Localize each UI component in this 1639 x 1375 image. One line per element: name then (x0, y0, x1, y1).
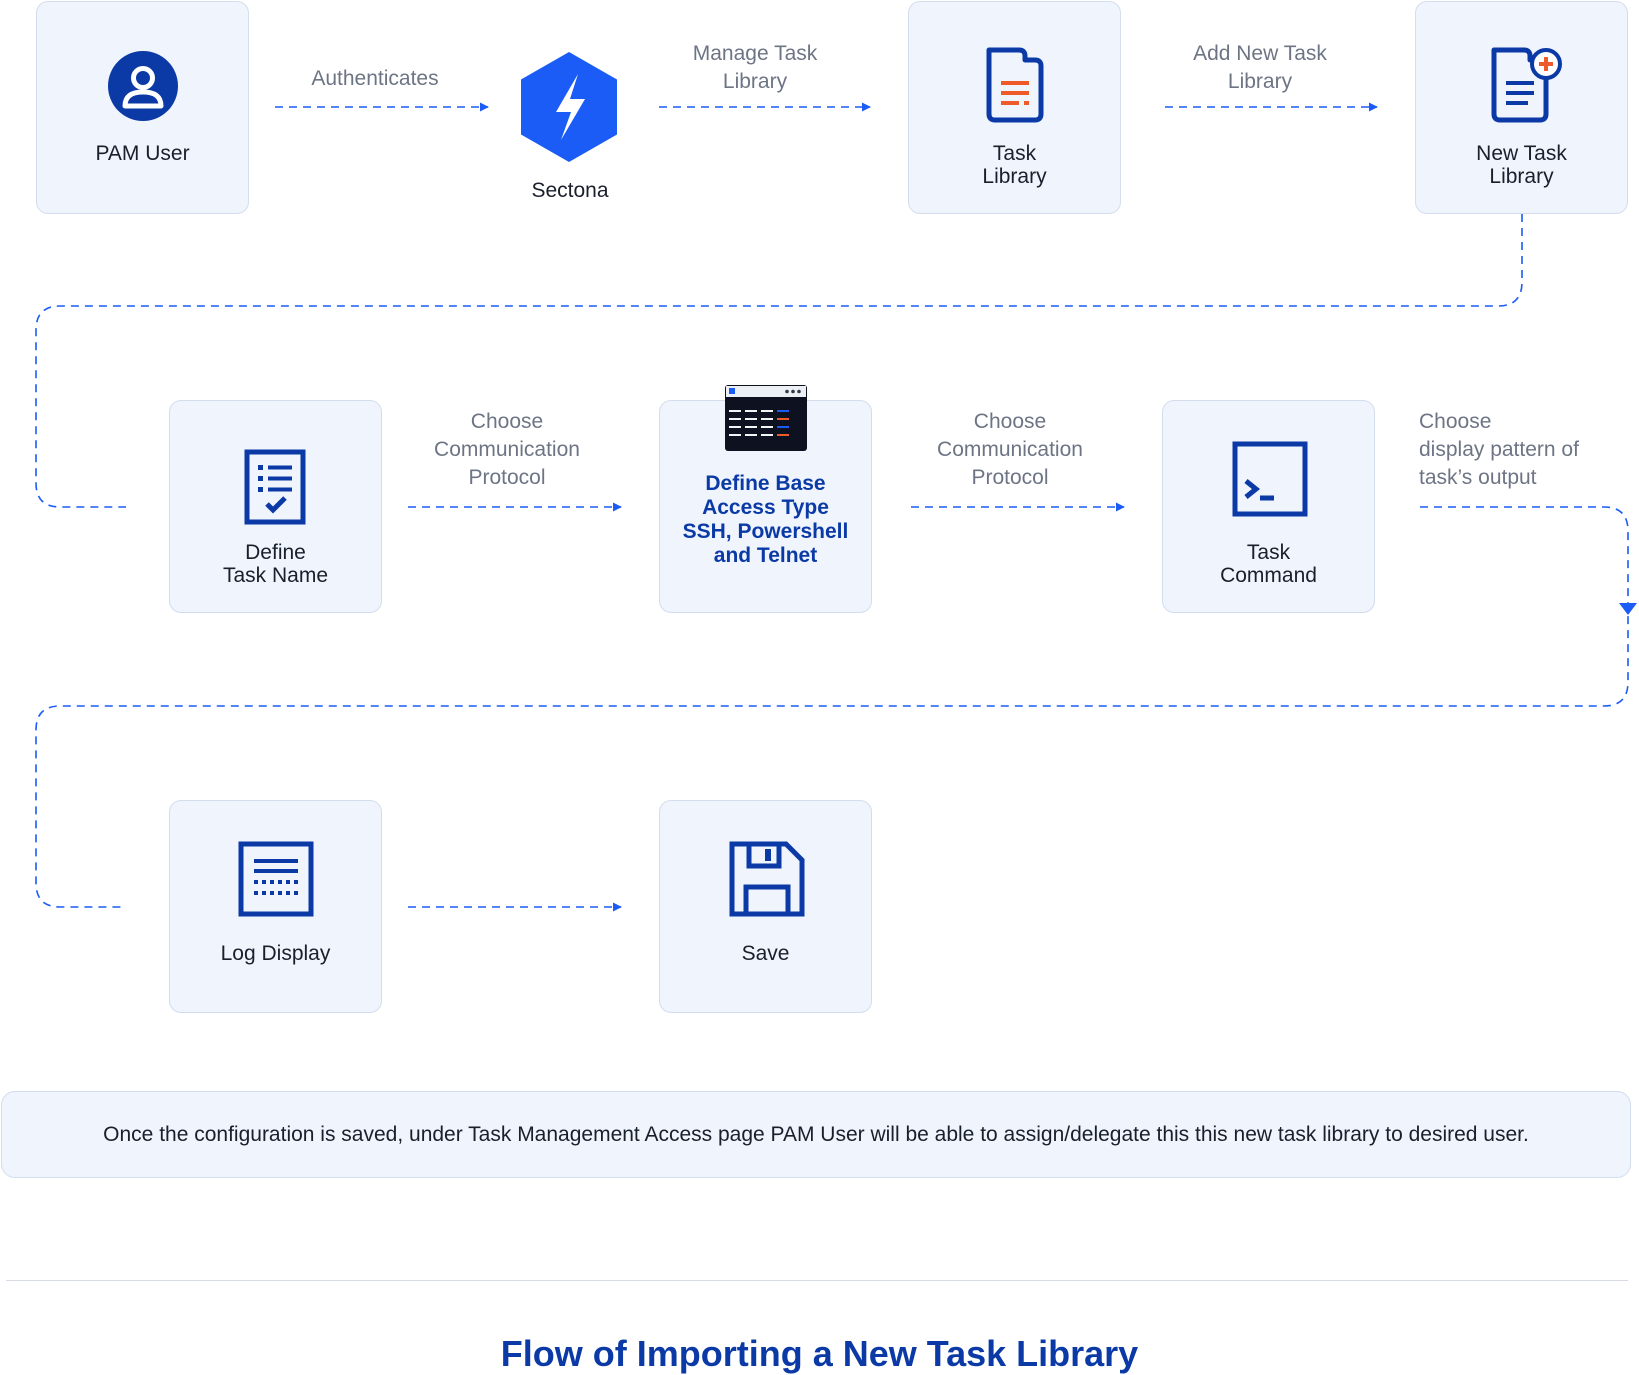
node-new-task-library: New Task Library (1415, 1, 1628, 214)
node-label: Define Task Name (222, 541, 329, 587)
connector-down-arrowhead (1619, 603, 1637, 615)
node-label: New Task Library (1476, 142, 1567, 188)
node-task-command: Task Command (1162, 400, 1375, 613)
info-note: Once the configuration is saved, under T… (1, 1091, 1631, 1178)
node-label: Log Display (220, 942, 331, 965)
node-label: Define Base Access Type SSH, Powershell … (682, 472, 849, 567)
node-save: Save (659, 800, 872, 1013)
edge-label-choose-protocol-1: Choose Communication Protocol (434, 410, 580, 489)
sectona-bolt-hexagon-icon (521, 52, 617, 162)
log-display-icon (238, 841, 314, 917)
node-label: Task Command (1220, 541, 1317, 587)
node-label: PAM User (95, 142, 190, 165)
node-label: Save (741, 942, 790, 965)
divider (6, 1280, 1628, 1281)
edge-label-add-new-task-library: Add New Task Library (1193, 42, 1327, 93)
terminal-window-icon (725, 385, 807, 451)
node-label: Task Library (982, 142, 1047, 188)
connector-wrap-row1-to-row2 (35, 214, 1523, 508)
edge-label-choose-display-pattern: Choose display pattern of task’s output (1419, 410, 1579, 489)
edge-label-choose-protocol-2: Choose Communication Protocol (937, 410, 1083, 489)
connector-wrap-row2-to-row3 (35, 506, 1629, 908)
node-define-task-name: Define Task Name (169, 400, 382, 613)
diagram-title: Flow of Importing a New Task Library (500, 1333, 1139, 1374)
node-pam-user: PAM User (36, 1, 249, 214)
node-label-sectona: Sectona (531, 179, 609, 202)
checklist-icon (244, 449, 306, 525)
node-log-display: Log Display (169, 800, 382, 1013)
document-icon (986, 47, 1044, 123)
command-prompt-icon (1232, 441, 1308, 517)
user-circle-icon (108, 51, 178, 121)
document-add-icon (1491, 47, 1562, 123)
floppy-disk-icon (729, 841, 805, 917)
edge-label-authenticates: Authenticates (311, 67, 439, 90)
node-task-library: Task Library (908, 1, 1121, 214)
edge-label-manage-task-library: Manage Task Library (692, 42, 818, 93)
